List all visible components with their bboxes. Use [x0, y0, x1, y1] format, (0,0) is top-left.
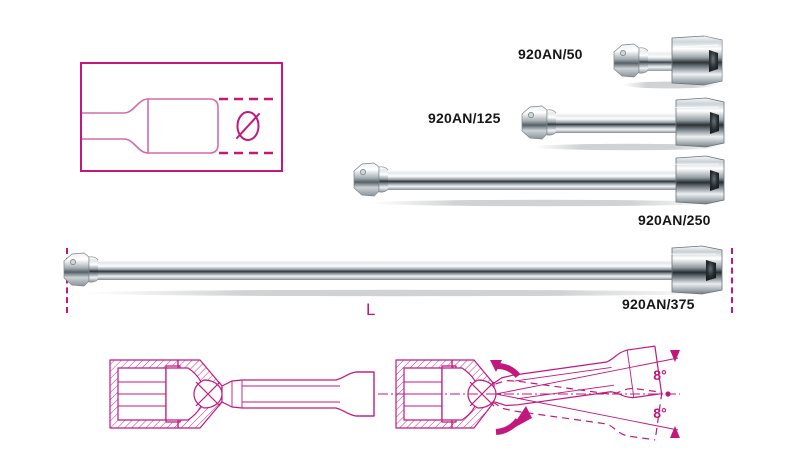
- square-drive-tip: [613, 43, 640, 78]
- extension-bar-920AN-50: [613, 35, 723, 89]
- socket-drive-head: [675, 97, 725, 148]
- extension-bar-920AN-375: [63, 245, 723, 297]
- length-dimension-letter: L: [366, 300, 376, 319]
- part-label-920AN-50: 920AN/50: [518, 46, 583, 62]
- square-drive-tip: [353, 162, 380, 197]
- tilted-arm-up: [492, 345, 663, 407]
- angle-label-top: 8°: [653, 367, 666, 383]
- diameter-detail-box: Ø: [80, 62, 283, 172]
- ball-detent: [360, 169, 366, 175]
- socket-section-view: [109, 359, 375, 429]
- diameter-detail-drawing: [82, 97, 279, 155]
- extension-shaft: [98, 260, 674, 280]
- square-drive-tip: [63, 252, 90, 287]
- ball-detent: [528, 112, 534, 118]
- square-drive-hole: [706, 260, 716, 281]
- square-drive-tip: [521, 105, 548, 140]
- ball-detent: [70, 259, 76, 265]
- part-label-920AN-250: 920AN/250: [638, 212, 711, 228]
- socket-drive-head: [671, 245, 723, 295]
- extension-bar-920AN-250: [353, 155, 725, 207]
- extension-shaft: [556, 113, 678, 133]
- part-label-920AN-125: 920AN/125: [428, 110, 501, 126]
- socket-drive-head: [675, 155, 725, 205]
- angle-arrow-bottom: [670, 426, 680, 438]
- angle-label-bottom: 8°: [653, 405, 666, 421]
- angle-arrow-top: [670, 350, 680, 362]
- diameter-symbol-glyph: [236, 111, 260, 141]
- extension-shaft: [388, 170, 678, 190]
- tilt-angle-view: 8° 8°: [378, 345, 680, 441]
- extension-bar-920AN-125: [521, 97, 725, 151]
- angle-leader-lines: [495, 357, 679, 431]
- square-drive-hole: [710, 112, 719, 134]
- square-drive-hole: [709, 50, 718, 72]
- part-label-920AN-375: 920AN/375: [622, 296, 695, 312]
- ball-detent: [620, 50, 626, 56]
- rotation-arrow: [490, 360, 532, 435]
- length-dim-line-right: [731, 248, 733, 313]
- square-drive-hole: [710, 170, 719, 191]
- axis-vertex-dot: [665, 391, 671, 397]
